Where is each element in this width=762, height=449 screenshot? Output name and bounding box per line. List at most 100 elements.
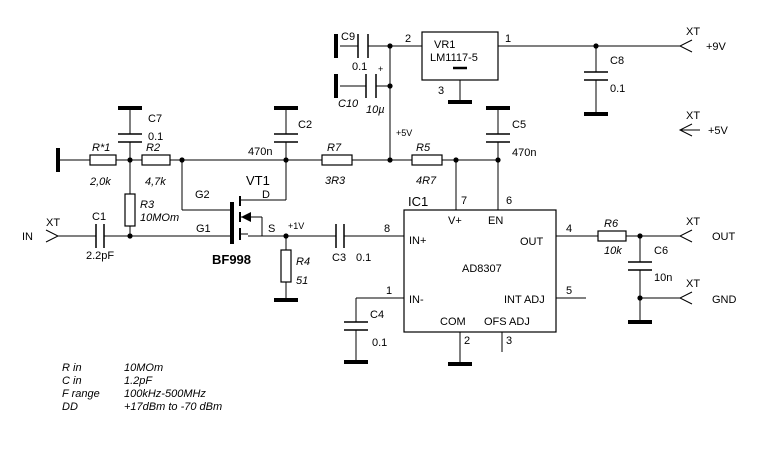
ic1-pin-in-plus: IN+ [409, 235, 426, 247]
vt1-g1: G1 [196, 223, 211, 235]
connector-gnd-label: GND [712, 294, 737, 306]
c4-value: 0.1 [372, 337, 387, 349]
connector-9v: XT +9V [678, 26, 727, 53]
connector-in: XT IN [22, 217, 60, 243]
r3-ref: R3 [140, 199, 155, 211]
ic1-pin1-number: 1 [386, 285, 392, 297]
c2-value: 470n [248, 146, 272, 158]
capacitor-c3: C3 0.1 [332, 224, 371, 264]
ic1-pin8-number: 8 [384, 223, 390, 235]
connector-gnd-xt: XT [686, 278, 700, 290]
c3-ref: C3 [332, 252, 346, 264]
connector-9v-label: +9V [706, 41, 727, 53]
r4-value: 51 [296, 275, 308, 287]
transistor-vt1: VT1 G2 D G1 S +1V BF998 [195, 173, 304, 267]
vt1-g2: G2 [195, 189, 210, 201]
junction-dots [127, 43, 643, 301]
c10-plus: + [378, 64, 383, 74]
capacitor-c8: C8 0.1 [584, 55, 625, 95]
connector-gnd: XT GND [678, 278, 737, 306]
connector-5v-label: +5V [708, 125, 729, 137]
connector-in-label: IN [22, 231, 33, 243]
c5-ref: C5 [512, 119, 526, 131]
spec-value: 1.2pF [124, 375, 153, 387]
spec-name: R in [62, 362, 82, 374]
connector-out: XT OUT [678, 216, 736, 243]
resistor-r6: R6 10k [597, 218, 627, 257]
spec-value: 10MOm [124, 362, 163, 374]
vt1-part: BF998 [212, 252, 251, 267]
capacitor-c2: C2 470n [248, 119, 312, 158]
r1-value: 2,0k [89, 176, 111, 188]
vt1-d: D [262, 189, 270, 201]
c7-ref: C7 [148, 113, 162, 125]
ic1-pin3-number: 3 [506, 335, 512, 347]
resistor-r5: R5 4R7 [411, 142, 443, 187]
c2-ref: C2 [298, 119, 312, 131]
capacitor-c6: C6 10n [628, 245, 672, 284]
c8-ref: C8 [610, 55, 624, 67]
vt1-s: S [268, 223, 275, 235]
capacitor-c9: C9 0.1 [341, 31, 369, 73]
c4-ref: C4 [370, 309, 384, 321]
ic1-pin7-number: 7 [461, 195, 467, 207]
c7-value: 0.1 [148, 131, 163, 143]
spec-value: +17dBm to -70 dBm [124, 401, 222, 413]
c6-value: 10n [654, 272, 672, 284]
regulator-vr1: VR1 LM1117-5 2 1 3 [405, 31, 511, 97]
vr1-part: LM1117-5 [430, 52, 478, 64]
resistor-r2: R2 4,7k [141, 142, 171, 188]
r5-value: 4R7 [416, 175, 437, 187]
ic1-pin2-number: 2 [464, 335, 470, 347]
r5-ref: R5 [416, 142, 431, 154]
capacitor-c7: C7 0.1 [118, 113, 163, 143]
c3-value: 0.1 [356, 252, 371, 264]
connector-9v-xt: XT [686, 26, 700, 38]
plus5v-node-label: +5V [396, 128, 412, 138]
spec-name: C in [62, 375, 82, 387]
resistor-r1: R*1 2,0k [89, 142, 117, 188]
capacitor-c4: C4 0.1 [344, 309, 387, 349]
ground-bars [56, 34, 652, 366]
ic1-part: AD8307 [462, 263, 502, 275]
ic1-ad8307: IC1 AD8307 IN+ IN- OUT INT ADJ V+ EN COM… [384, 194, 572, 347]
ic1-pin5-number: 5 [566, 285, 572, 297]
capacitor-c10: + C10 10µ [338, 64, 385, 116]
connector-out-xt: XT [686, 216, 700, 228]
c8-value: 0.1 [610, 83, 625, 95]
c1-ref: C1 [92, 211, 106, 223]
c6-ref: C6 [654, 245, 668, 257]
r6-ref: R6 [604, 218, 619, 230]
r3-value: 10MOm [140, 212, 179, 224]
capacitor-c1: C1 2.2pF [86, 211, 114, 262]
connector-in-xt: XT [46, 217, 60, 229]
r1-ref: R*1 [92, 142, 110, 154]
ic1-pin-com: COM [440, 316, 466, 328]
vr1-pin3: 3 [438, 85, 444, 97]
r7-value: 3R3 [325, 175, 346, 187]
ic1-pin-int-adj: INT ADJ [504, 294, 545, 306]
spec-name: DD [62, 401, 78, 413]
connector-5v: XT +5V [678, 110, 729, 137]
c10-ref: C10 [338, 98, 359, 110]
ic1-pin4-number: 4 [566, 223, 572, 235]
c10-value: 10µ [366, 104, 385, 116]
r7-ref: R7 [327, 142, 342, 154]
vr1-ref: VR1 [434, 39, 455, 51]
capacitor-c5: C5 470n [486, 119, 536, 159]
r4-ref: R4 [296, 256, 310, 268]
c5-value: 470n [512, 147, 536, 159]
spec-value: 100kHz-500MHz [124, 388, 206, 400]
ic1-pin-in-minus: IN- [409, 294, 424, 306]
vt1-source-voltage: +1V [288, 221, 304, 231]
connector-5v-xt: XT [686, 110, 700, 122]
ic1-ref: IC1 [408, 194, 428, 209]
r2-value: 4,7k [145, 176, 166, 188]
spec-list: R in 10MOm C in 1.2pF F range 100kHz-500… [62, 362, 222, 413]
wires [58, 45, 700, 362]
resistor-r7: R7 3R3 [321, 142, 353, 187]
vr1-pin2: 2 [405, 33, 411, 45]
resistor-r3: R3 10MOm [124, 193, 179, 227]
